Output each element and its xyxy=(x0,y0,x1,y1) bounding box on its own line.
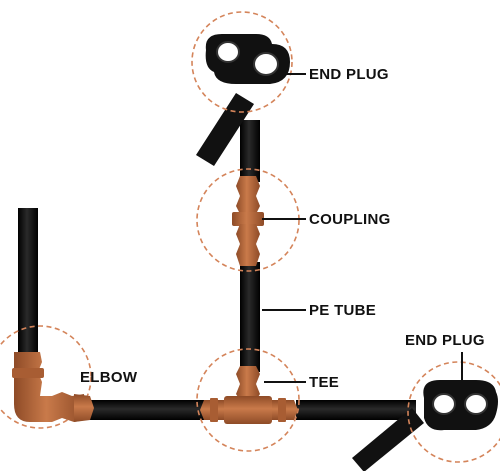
callout-circle-elbow xyxy=(0,325,92,429)
tube-angled-right xyxy=(352,408,424,471)
callout-circles xyxy=(0,11,500,463)
label-coupling: COUPLING xyxy=(309,211,391,228)
elbow-fitting xyxy=(12,352,94,422)
label-pe-tube: PE TUBE xyxy=(309,302,377,319)
callout-circle-end-plug-right xyxy=(407,361,500,463)
end-plug-right-fitting xyxy=(423,380,498,431)
label-end-plug-top: END PLUG xyxy=(309,66,389,83)
tube-main-vertical-upper xyxy=(240,120,260,182)
tube-main-vertical-lower xyxy=(240,262,260,372)
label-elbow: ELBOW xyxy=(80,369,138,386)
coupling-fitting xyxy=(232,176,264,266)
callout-circle-tee xyxy=(196,348,300,452)
leader-lines xyxy=(262,73,463,388)
tee-fitting xyxy=(200,366,298,424)
callout-circle-end-plug-top xyxy=(191,11,293,113)
end-plug-top-fitting xyxy=(205,34,290,84)
label-end-plug-right: END PLUG xyxy=(405,332,485,349)
label-tee: TEE xyxy=(309,374,340,391)
tube-horizontal-left xyxy=(88,400,206,420)
tube-left-vertical xyxy=(18,208,38,366)
tube-horizontal-right xyxy=(296,400,416,420)
